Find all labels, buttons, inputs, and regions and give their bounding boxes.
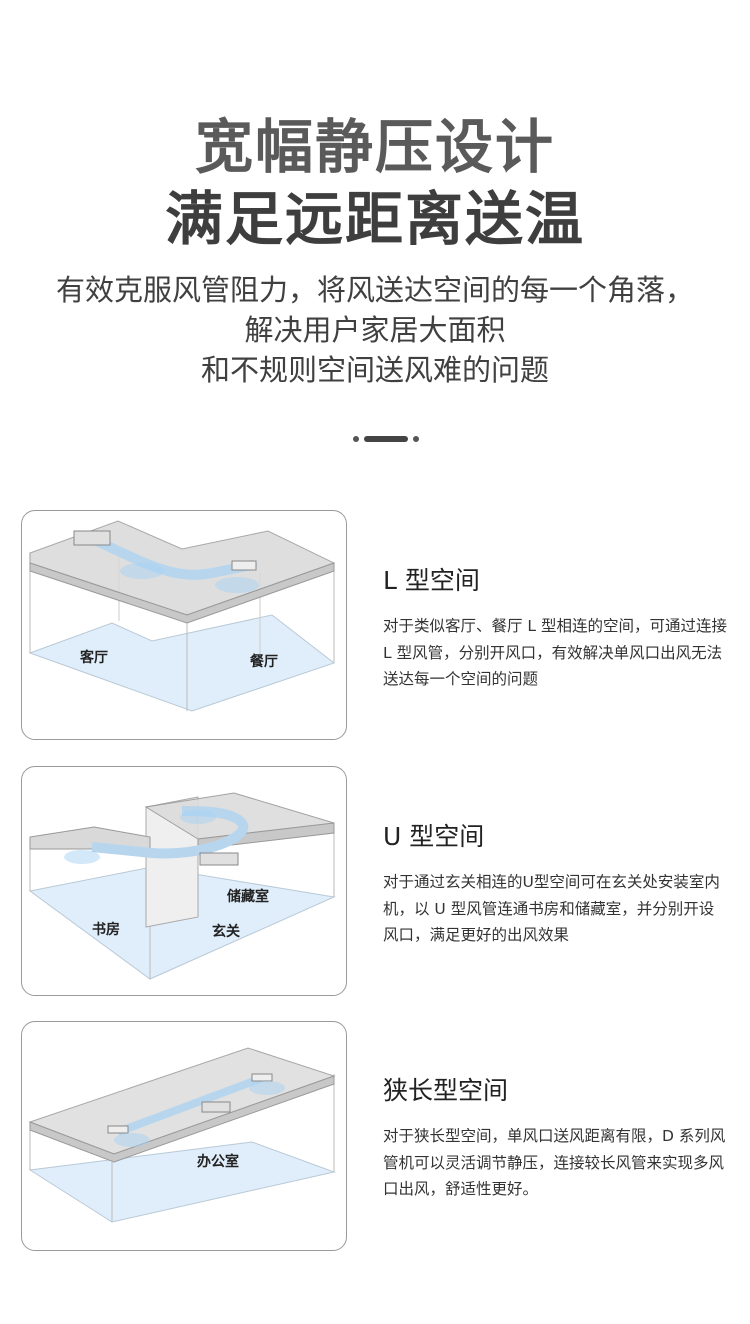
narrow-shape-illustration: 办公室 <box>21 1021 347 1251</box>
subtitle-line3: 和不规则空间送风难的问题 <box>200 353 549 387</box>
room-label-storage: 储藏室 <box>227 889 269 905</box>
room-label-living: 客厅 <box>80 650 108 666</box>
divider-dot-right <box>413 436 419 442</box>
room-label-dining: 餐厅 <box>250 654 278 670</box>
page-title-line2: 满足远距离送温 <box>164 185 585 253</box>
u-shape-diagram <box>28 792 336 980</box>
room-label-study: 书房 <box>92 922 120 938</box>
narrow-shape-diagram <box>28 1047 336 1223</box>
l-shape-illustration: 客厅 餐厅 <box>21 510 347 740</box>
room-label-office: 办公室 <box>197 1154 239 1170</box>
u-shape-illustration: 储藏室 书房 玄关 <box>21 766 347 996</box>
room-label-entrance: 玄关 <box>212 924 240 940</box>
section-desc-u-shape: 对于通过玄关相连的U型空间可在玄关处安装室内机，以 U 型风管连通书房和储藏室，… <box>383 873 720 944</box>
section-title-narrow-shape: 狭长型空间 <box>383 1076 509 1105</box>
l-shape-diagram <box>28 520 336 712</box>
divider-bar <box>364 436 408 442</box>
divider-dots <box>0 434 750 444</box>
section-desc-l-shape: 对于类似客厅、餐厅 L 型相连的空间，可通过连接 L 型风管，分别开风口，有效解… <box>383 617 727 688</box>
section-desc-narrow-shape: 对于狭长型空间，单风口送风距离有限，D 系列风管机可以灵活调节静压，连接较长风管… <box>383 1127 726 1198</box>
section-title-l-shape: L 型空间 <box>383 566 480 595</box>
subtitle-line1: 有效克服风管阻力，将风送达空间的每一个角落， <box>55 273 694 307</box>
section-title-u-shape: U 型空间 <box>383 822 485 851</box>
page-title-line1: 宽幅静压设计 <box>194 113 555 181</box>
subtitle-line2: 解决用户家居大面积 <box>244 313 506 347</box>
divider-dot-left <box>353 436 359 442</box>
